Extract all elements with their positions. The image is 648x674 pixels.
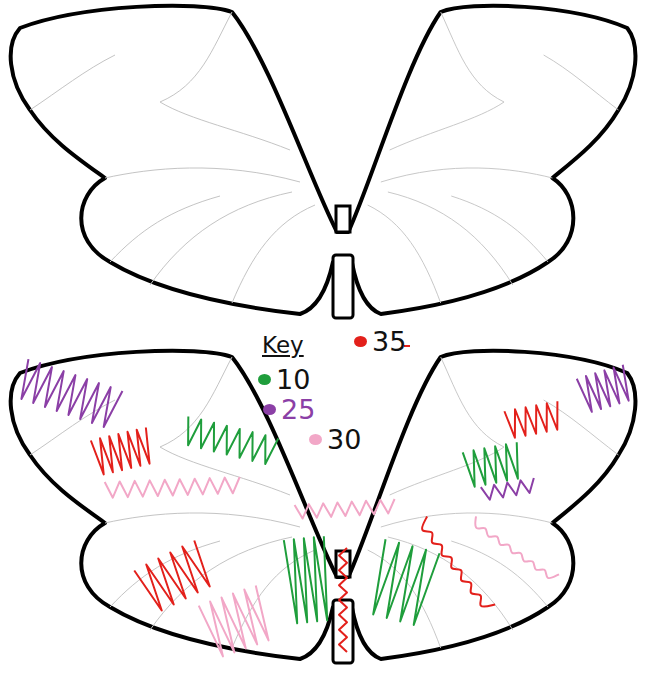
- color-scribble: [284, 536, 327, 623]
- legend-value: 10: [276, 366, 310, 393]
- color-scribble: [577, 365, 629, 412]
- color-scribble: [463, 442, 518, 486]
- color-scribble: [422, 516, 495, 606]
- butterfly-outline: [11, 351, 636, 663]
- color-scribbles: [21, 359, 628, 656]
- butterfly-outline: [11, 6, 636, 318]
- color-scribble: [339, 548, 347, 652]
- color-swatch: [354, 336, 367, 347]
- color-scribble: [475, 516, 559, 578]
- color-scribble: [504, 401, 557, 438]
- color-scribble: [188, 416, 278, 464]
- legend-item: 30: [309, 426, 361, 453]
- legend-value: 30: [327, 426, 361, 453]
- legend-value: 25: [281, 396, 315, 423]
- legend-heading: Key: [262, 334, 304, 357]
- legend-item: 25: [263, 396, 315, 423]
- color-scribble: [481, 478, 534, 500]
- color-scribble: [373, 539, 439, 625]
- legend-item: 10: [258, 366, 310, 393]
- legend-item: 35: [354, 328, 406, 355]
- color-scribble: [295, 499, 395, 519]
- legend-value: 35: [372, 328, 406, 355]
- color-scribble: [21, 359, 122, 427]
- color-scribble: [199, 586, 269, 657]
- color-scribble: [91, 427, 150, 474]
- color-swatch: [263, 404, 276, 415]
- color-swatch: [258, 374, 271, 385]
- color-scribble: [105, 477, 240, 498]
- color-swatch: [309, 434, 322, 445]
- color-scribble: [134, 541, 209, 611]
